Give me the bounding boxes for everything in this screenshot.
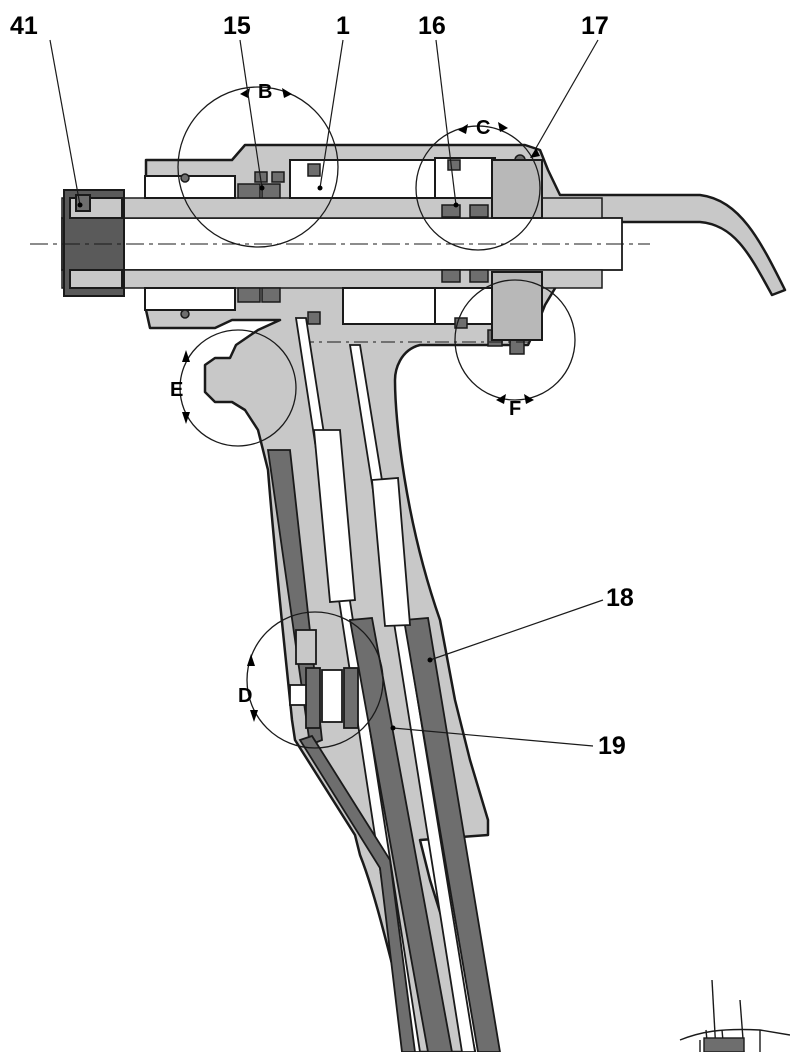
leader-lines (49, 39, 604, 747)
detail-arrowheads (182, 88, 534, 722)
detail-circle-f (454, 279, 576, 401)
leader-dots (77, 148, 540, 731)
label-19: 19 (598, 732, 626, 760)
label-18: 18 (606, 584, 634, 612)
barrel-tube-bottom (61, 269, 603, 289)
label-16: 16 (418, 12, 446, 40)
detail-circle-d (246, 611, 384, 749)
detail-letter-labels: B C E F D (170, 81, 521, 707)
part-number-labels: 41 15 1 16 17 18 19 (10, 12, 634, 760)
detail-circles (177, 86, 576, 749)
label-17: 17 (581, 12, 609, 40)
head-cavities (144, 157, 496, 325)
label-detail-f: F (509, 398, 521, 420)
label-detail-b: B (258, 81, 272, 103)
detail-circle-c (415, 125, 541, 251)
label-detail-d: D (238, 685, 252, 707)
label-41: 41 (10, 12, 38, 40)
label-detail-e: E (170, 379, 183, 401)
label-15: 15 (223, 12, 251, 40)
seal-parts (180, 154, 526, 355)
hose-fitting-d (289, 629, 359, 729)
label-1: 1 (336, 12, 350, 40)
inlet-nut (63, 189, 125, 297)
detail-circle-b (177, 86, 339, 248)
partial-detail-fragment (679, 979, 790, 1052)
outlet-nut (491, 159, 543, 341)
detail-circle-e (179, 329, 297, 447)
label-detail-c: C (476, 117, 490, 139)
